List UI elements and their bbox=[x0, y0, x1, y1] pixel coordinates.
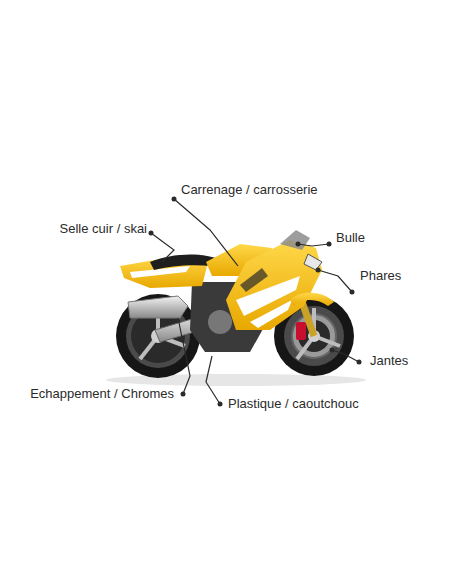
part-label: Selle cuir / skai bbox=[60, 221, 147, 237]
leader-dots bbox=[149, 197, 362, 407]
part-label: Phares bbox=[360, 268, 401, 284]
part-label: Plastique / caoutchouc bbox=[228, 396, 359, 412]
part-label: Carrenage / carrosserie bbox=[181, 182, 318, 198]
part-label: Bulle bbox=[336, 230, 365, 246]
leader-lines bbox=[151, 199, 359, 404]
part-label: Jantes bbox=[370, 353, 408, 369]
part-label: Echappement / Chromes bbox=[30, 386, 174, 402]
